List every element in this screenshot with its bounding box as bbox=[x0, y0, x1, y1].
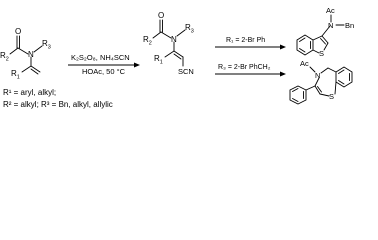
intermediate-r2-label: R2 bbox=[143, 35, 152, 47]
intermediate-scn-label: SCN bbox=[178, 67, 194, 76]
reaction-scheme: O N R3 R2 R1 K₂S₂O₈, NH₄SCN HOAc, 50 °C … bbox=[0, 6, 354, 109]
reactant-r1-label: R1 bbox=[11, 69, 20, 81]
reactant-r3-label: R3 bbox=[42, 39, 51, 51]
intermediate-r3-label: R3 bbox=[185, 23, 194, 35]
product-lower-sulfur-label: S bbox=[329, 92, 334, 101]
reactant-nitrogen-label: N bbox=[28, 50, 34, 59]
reactant-oxygen-label: O bbox=[15, 27, 21, 36]
product-upper-structure bbox=[296, 14, 345, 56]
intermediate-r1-label: R1 bbox=[154, 54, 163, 66]
reaction-solvent-temperature: HOAc, 50 °C bbox=[82, 67, 126, 76]
reaction-reagents: K₂S₂O₈, NH₄SCN bbox=[71, 53, 130, 62]
intermediate-oxygen-label: O bbox=[158, 11, 164, 20]
reaction-arrow-lower bbox=[215, 71, 286, 77]
intermediate-structure bbox=[152, 19, 186, 67]
reactant-r2-label: R2 bbox=[0, 51, 9, 63]
product-lower-acetyl-label: Ac bbox=[300, 59, 309, 68]
product-lower-nitrogen-label: N bbox=[315, 71, 320, 80]
product-upper-acetyl-label: Ac bbox=[326, 6, 335, 15]
product-upper-sulfur-label: S bbox=[319, 49, 324, 58]
product-lower-structure bbox=[289, 66, 353, 105]
legend-r1-definition: R¹ = aryl, alkyl; bbox=[3, 88, 56, 97]
route-upper-condition: R₁ = 2-Br Ph bbox=[226, 37, 265, 44]
legend-r2-r3-definition: R² = alkyl; R³ = Bn, alkyl, allylic bbox=[3, 100, 113, 109]
reactant-structure bbox=[9, 35, 43, 75]
reaction-arrow-main bbox=[68, 62, 140, 68]
product-upper-benzyl-label: Bn bbox=[345, 21, 354, 30]
route-lower-condition: R₃ = 2-Br PhCH₂ bbox=[218, 64, 271, 71]
product-upper-nitrogen-label: N bbox=[328, 21, 333, 30]
reaction-arrow-upper bbox=[215, 44, 286, 50]
intermediate-nitrogen-label: N bbox=[171, 35, 177, 44]
